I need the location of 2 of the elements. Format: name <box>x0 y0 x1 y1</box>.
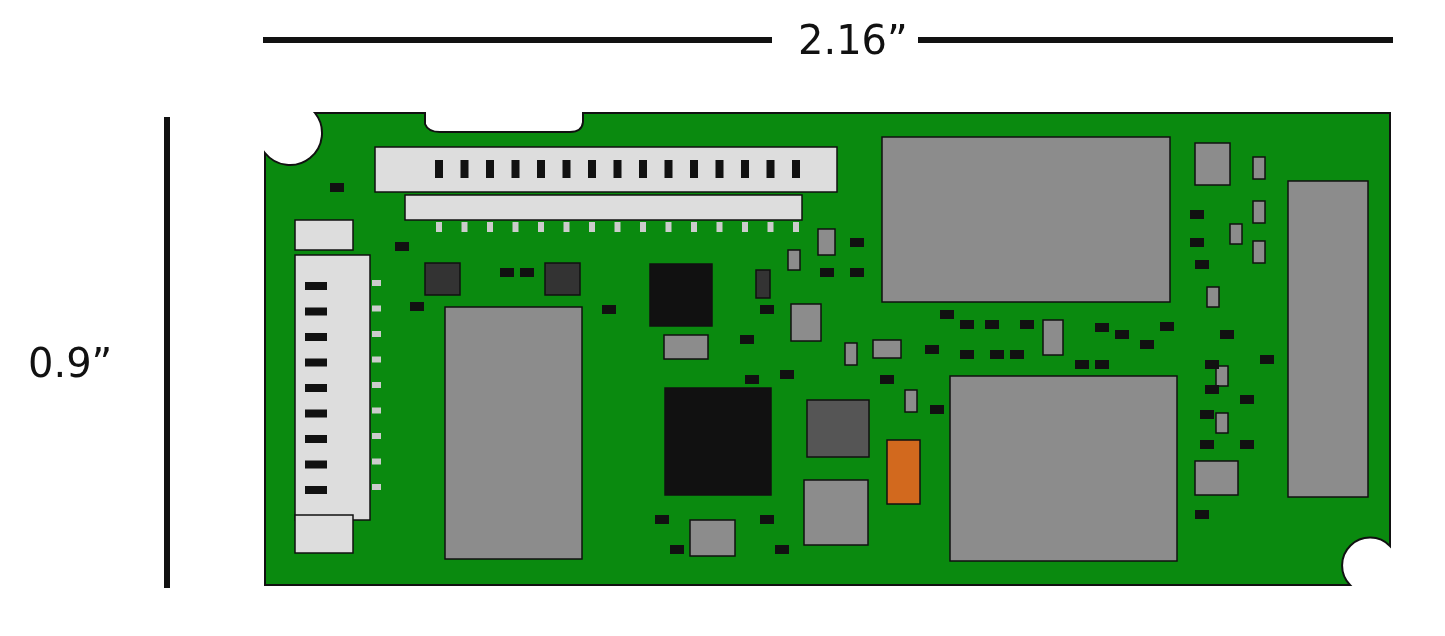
dimension-text: 2.16” <box>798 20 908 60</box>
dimension-text: 0.9” <box>28 343 113 383</box>
